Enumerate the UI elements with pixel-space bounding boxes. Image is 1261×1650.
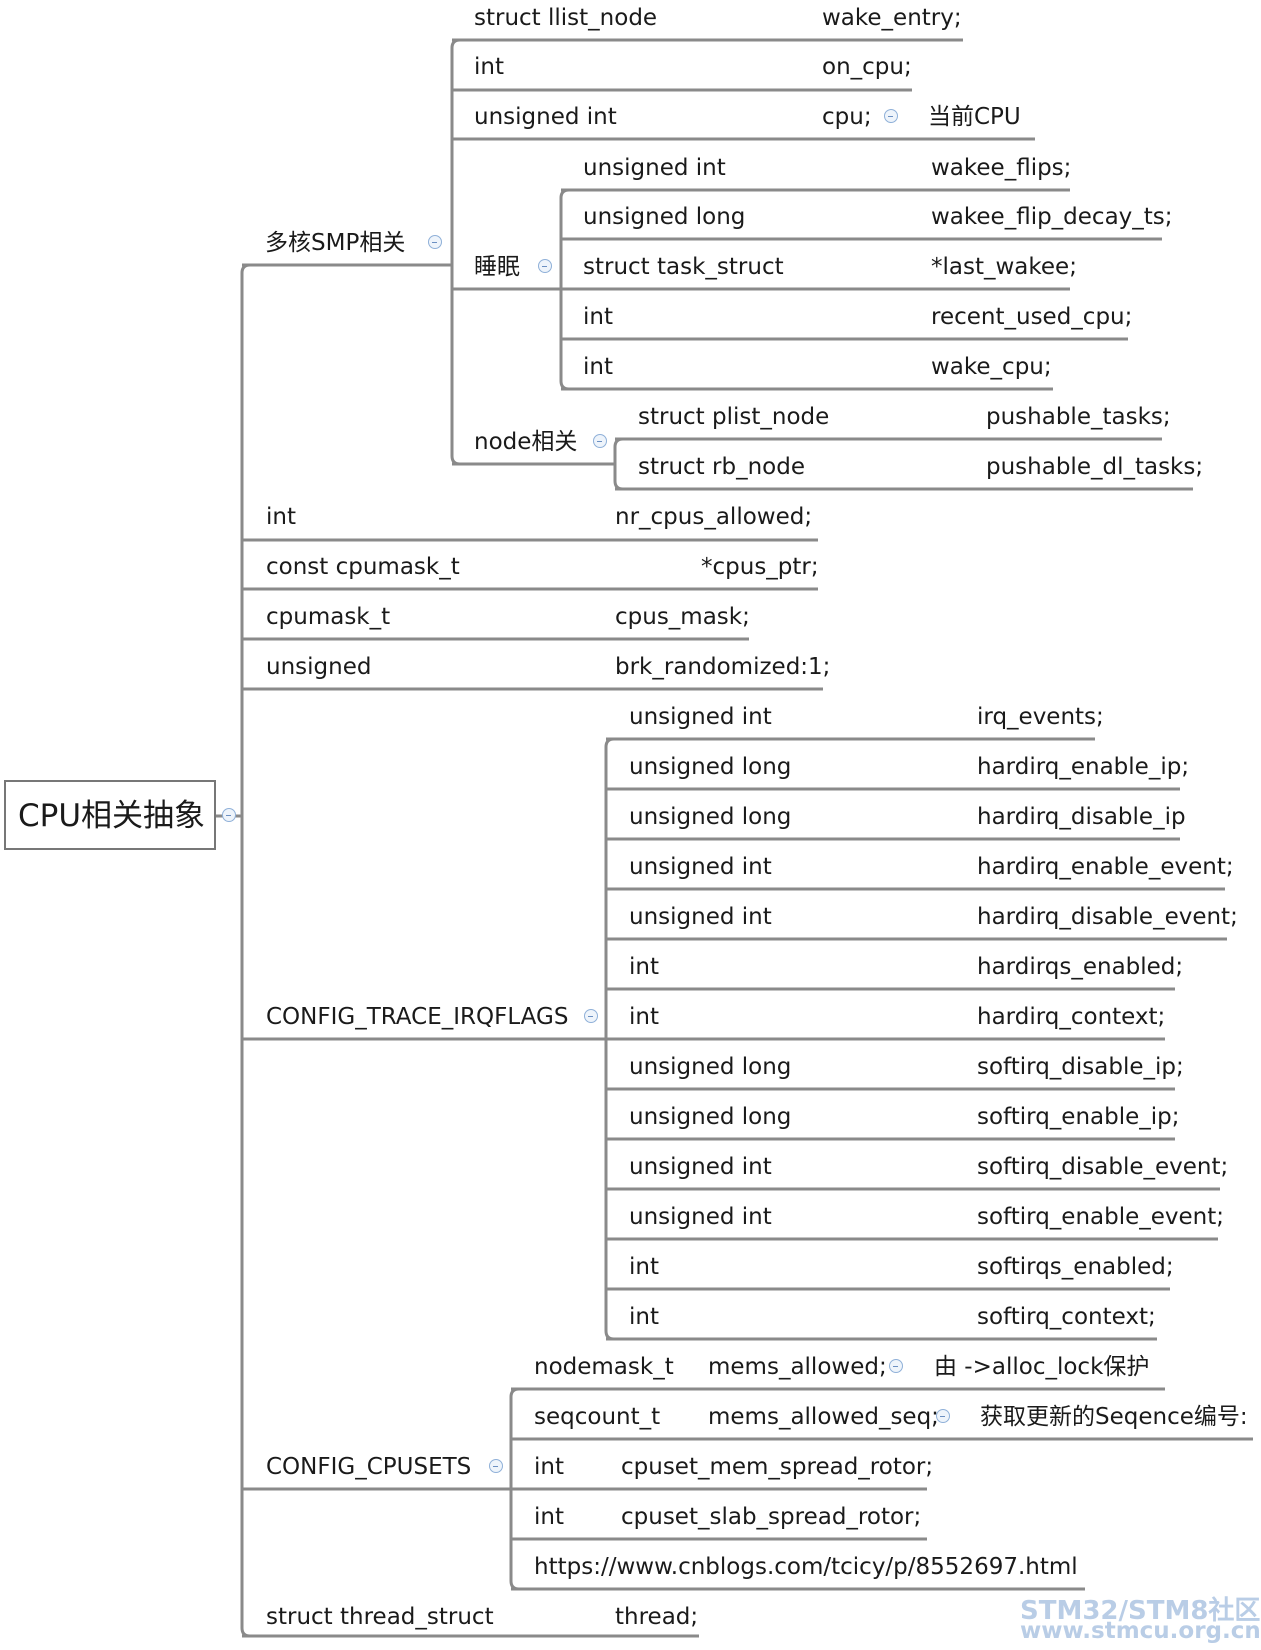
- cpusets-field-type: int: [534, 1504, 564, 1530]
- field-type: struct thread_struct: [266, 1604, 494, 1630]
- field-name: cpus_mask;: [615, 604, 750, 630]
- mems-allowed-note: 由 ->alloc_lock保护: [934, 1354, 1150, 1380]
- irq-field-type: int: [629, 1254, 659, 1280]
- node-field-type: struct rb_node: [638, 454, 805, 480]
- cpusets-field-name: mems_allowed_seq;: [708, 1404, 939, 1430]
- cpusets-field-type: seqcount_t: [534, 1404, 661, 1430]
- smp-field-name: wake_entry;: [822, 5, 962, 31]
- sleep-field-type: unsigned long: [583, 204, 746, 230]
- irq-field-type: unsigned int: [629, 904, 772, 930]
- irq-field-name: softirqs_enabled;: [977, 1254, 1174, 1280]
- field-type: const cpumask_t: [266, 554, 460, 580]
- cpusets-field-type: nodemask_t: [534, 1354, 674, 1380]
- node-collapse-icon[interactable]: [593, 434, 607, 448]
- irq-field-name: hardirqs_enabled;: [977, 954, 1184, 980]
- irq-field-name: irq_events;: [977, 704, 1104, 730]
- sleep-field-name: wakee_flips;: [931, 155, 1072, 181]
- irq-field-name: softirq_disable_event;: [977, 1154, 1229, 1180]
- cpu-note: 当前CPU: [928, 104, 1021, 130]
- sleep-label: 睡眠: [474, 254, 520, 280]
- seq-note: 获取更新的Seqence编号:: [980, 1404, 1248, 1430]
- smp-field-name: cpu;: [822, 104, 872, 130]
- irq-field-type: int: [629, 1304, 659, 1330]
- cpusets-collapse-icon[interactable]: [489, 1459, 503, 1473]
- smp-field-type: unsigned int: [474, 104, 617, 130]
- node-field-name: pushable_tasks;: [986, 404, 1171, 430]
- field-type: unsigned: [266, 654, 372, 680]
- watermark-url: www.stmcu.org.cn: [1020, 1618, 1261, 1644]
- irq-field-name: softirq_context;: [977, 1304, 1156, 1330]
- main-trunk: [240, 263, 251, 1638]
- irq-field-type: int: [629, 1004, 659, 1030]
- smp-field-type: int: [474, 54, 504, 80]
- sleep-field-name: wake_cpu;: [931, 354, 1052, 380]
- smp-field-name: on_cpu;: [822, 54, 912, 80]
- cpusets-field-name: mems_allowed;: [708, 1354, 887, 1380]
- smp-collapse-icon[interactable]: [428, 235, 442, 249]
- irq-field-name: softirq_enable_ip;: [977, 1104, 1180, 1130]
- irq-field-type: unsigned int: [629, 854, 772, 880]
- irq-field-name: softirq_disable_ip;: [977, 1054, 1184, 1080]
- cpusets-reference-link[interactable]: https://www.cnblogs.com/tcicy/p/8552697.…: [534, 1554, 1078, 1580]
- irq-collapse-icon[interactable]: [584, 1009, 598, 1023]
- sleep-field-name: recent_used_cpu;: [931, 304, 1133, 330]
- node-label: node相关: [474, 429, 578, 455]
- irq-field-type: unsigned int: [629, 704, 772, 730]
- irq-field-name: hardirq_disable_event;: [977, 904, 1238, 930]
- irq-field-type: unsigned long: [629, 754, 792, 780]
- irq-field-name: hardirq_enable_ip;: [977, 754, 1190, 780]
- sleep-collapse-icon[interactable]: [538, 259, 552, 273]
- root-node-box[interactable]: [4, 780, 216, 850]
- field-name: *cpus_ptr;: [701, 554, 819, 580]
- sleep-field-type: int: [583, 304, 613, 330]
- sleep-field-type: unsigned int: [583, 155, 726, 181]
- field-name: nr_cpus_allowed;: [615, 504, 813, 530]
- sleep-field-type: struct task_struct: [583, 254, 784, 280]
- sleep-field-name: wakee_flip_decay_ts;: [931, 204, 1173, 230]
- irq-field-type: unsigned long: [629, 1104, 792, 1130]
- irq-field-type: int: [629, 954, 659, 980]
- irq-field-type: unsigned int: [629, 1154, 772, 1180]
- cpusets-label: CONFIG_CPUSETS: [266, 1454, 472, 1480]
- irq-field-name: hardirq_enable_event;: [977, 854, 1234, 880]
- sleep-field-name: *last_wakee;: [931, 254, 1077, 280]
- cpusets-field-name: cpuset_mem_spread_rotor;: [621, 1454, 934, 1480]
- root-node-label: CPU相关抽象: [18, 798, 206, 834]
- node-field-name: pushable_dl_tasks;: [986, 454, 1204, 480]
- root-collapse-icon[interactable]: [222, 808, 236, 822]
- node-trunk: [613, 437, 624, 491]
- cpusets-field-name: cpuset_slab_spread_rotor;: [621, 1504, 922, 1530]
- irq-field-name: hardirq_disable_ip: [977, 804, 1186, 830]
- field-name: brk_randomized:1;: [615, 654, 831, 680]
- node-field-type: struct plist_node: [638, 404, 830, 430]
- watermark-title: STM32/STM8社区: [1020, 1596, 1261, 1626]
- cpusets-field-type: int: [534, 1454, 564, 1480]
- field-name: thread;: [615, 1604, 699, 1630]
- irq-field-type: unsigned long: [629, 1054, 792, 1080]
- irq-field-type: unsigned long: [629, 804, 792, 830]
- irq-field-name: hardirq_context;: [977, 1004, 1166, 1030]
- field-type: int: [266, 504, 296, 530]
- sleep-field-type: int: [583, 354, 613, 380]
- smp-field-type: struct llist_node: [474, 5, 658, 31]
- field-type: cpumask_t: [266, 604, 391, 630]
- smp-trunk: [450, 38, 461, 466]
- irq-field-name: softirq_enable_event;: [977, 1204, 1225, 1230]
- seq-note-collapse-icon[interactable]: [936, 1409, 950, 1423]
- mems-allowed-note-collapse-icon[interactable]: [889, 1359, 903, 1373]
- cpu-note-collapse-icon[interactable]: [884, 109, 898, 123]
- smp-label: 多核SMP相关: [265, 230, 406, 256]
- irq-label: CONFIG_TRACE_IRQFLAGS: [266, 1004, 569, 1030]
- irq-field-type: unsigned int: [629, 1204, 772, 1230]
